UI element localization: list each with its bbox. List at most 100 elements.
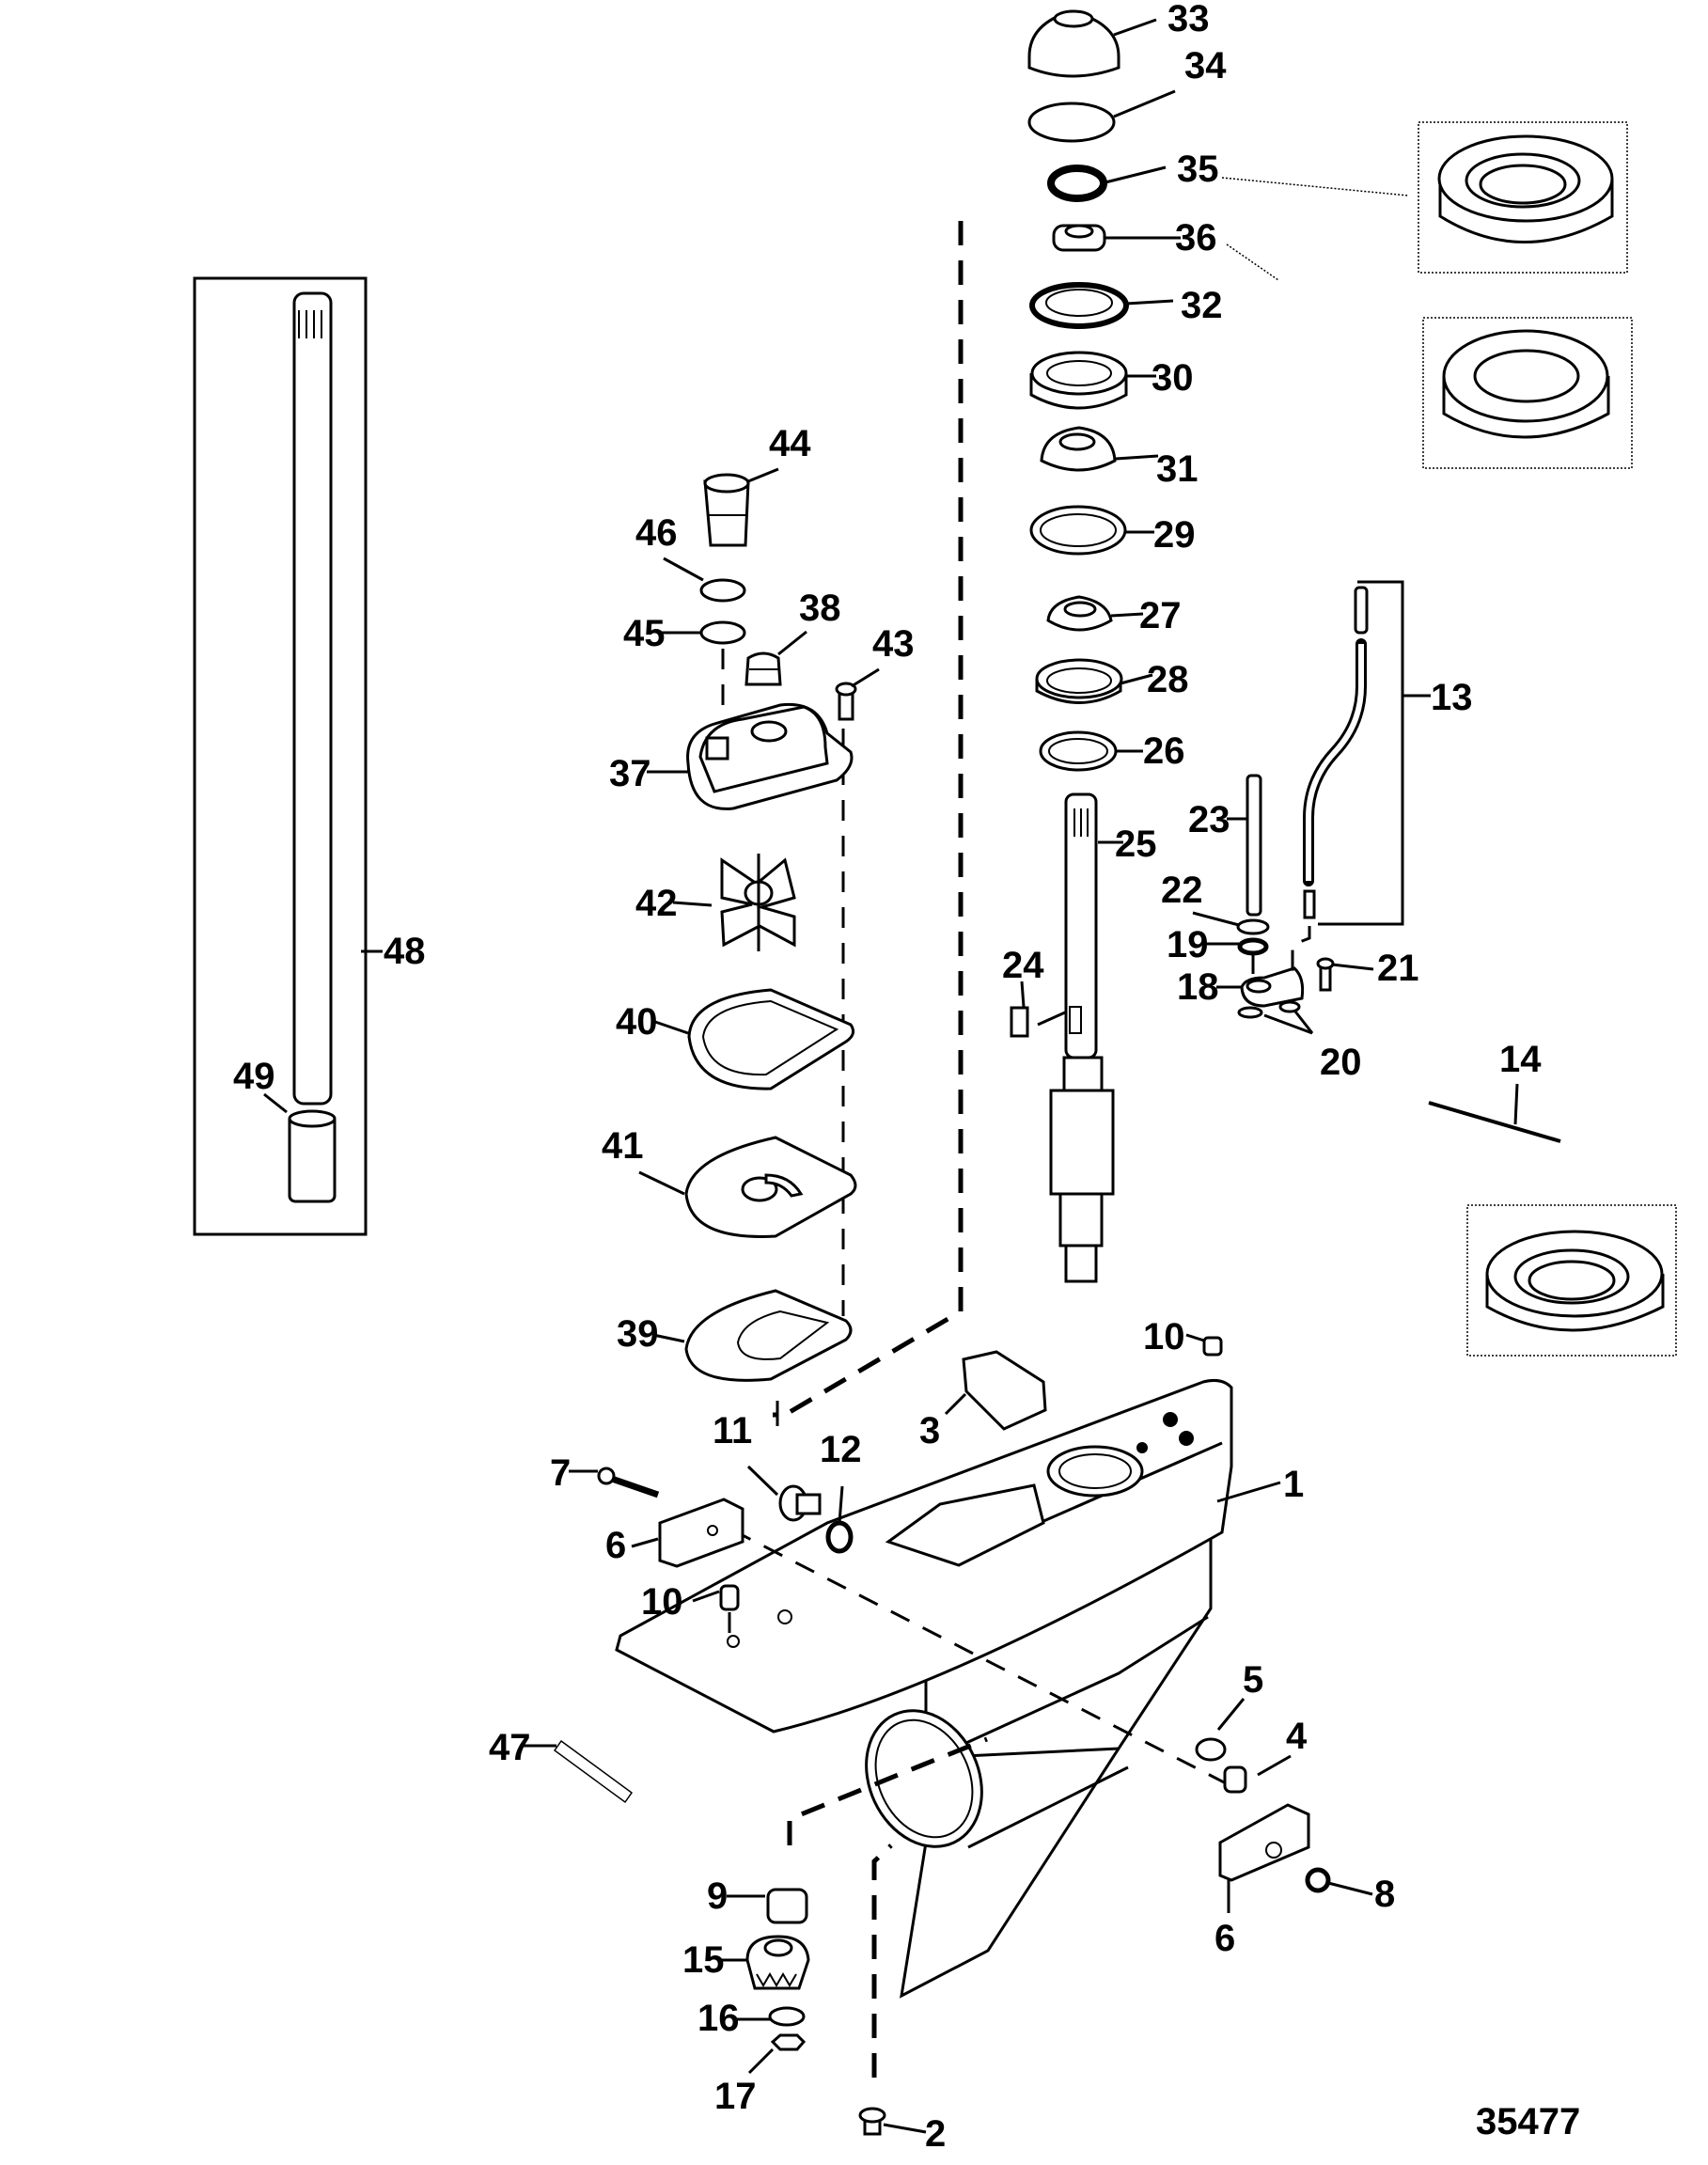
shift-rod-highlight: [1306, 644, 1364, 881]
inset-bearing-35: [1418, 121, 1628, 274]
seal-bore: [1473, 349, 1580, 403]
part-6-anode-right[interactable]: [1218, 1803, 1310, 1882]
leader-20b: [1293, 1011, 1314, 1034]
part-8-nut[interactable]: [1305, 1867, 1331, 1893]
shaft-kit-box: [193, 276, 368, 1236]
part-45-seal[interactable]: [699, 620, 746, 645]
seal-bore: [1064, 224, 1094, 239]
propeller-shaft-bore: [865, 1709, 983, 1848]
torpedo-top: [901, 1615, 1209, 1774]
part-47-pin[interactable]: [553, 1739, 634, 1804]
callout-22: 22: [1161, 870, 1203, 911]
callout-19: 19: [1167, 924, 1209, 965]
part-20-bushing-b[interactable]: [1278, 1000, 1301, 1013]
assembly-line: [1291, 926, 1311, 973]
leader-35: [1105, 165, 1167, 184]
part-24-key[interactable]: [1010, 1006, 1029, 1038]
callout-1: 1: [1283, 1464, 1304, 1505]
callout-28: 28: [1147, 659, 1189, 700]
key-slot: [1069, 1006, 1082, 1034]
leader-6-left: [631, 1537, 659, 1548]
leader-43: [851, 667, 880, 688]
callout-labels: 1 2 3 4 5 6 6 7 8 9 10 10 11 12 13 14 15…: [233, 0, 1542, 2155]
part-6-anode-left[interactable]: [658, 1498, 744, 1568]
callout-39: 39: [617, 1313, 659, 1355]
leader-40: [654, 1020, 689, 1035]
inset-bearing-lower: [1466, 1204, 1677, 1357]
shaft-collar: [1062, 1056, 1104, 1092]
part-9-needle-bearing[interactable]: [766, 1888, 808, 1924]
shim-inner: [1040, 513, 1117, 547]
part-28-race[interactable]: [1035, 658, 1123, 699]
part-22-washer[interactable]: [1236, 918, 1270, 935]
leader-11: [746, 1465, 779, 1497]
screw-head: [835, 682, 857, 697]
cup-bore: [1046, 360, 1112, 386]
callout-32: 32: [1181, 285, 1223, 326]
callout-41: 41: [602, 1125, 644, 1167]
part-30-bearing-cup[interactable]: [1030, 351, 1128, 396]
part-4-screw[interactable]: [1223, 1765, 1247, 1794]
part-15-pinion-gear[interactable]: [745, 1935, 810, 1990]
part-10-dowel-upper[interactable]: [1202, 1336, 1223, 1357]
part-34-o-ring[interactable]: [1027, 102, 1116, 143]
part-48-shaft[interactable]: [292, 291, 333, 1106]
housing-hardware-group: [520, 1333, 1373, 2136]
part-14-cable-tie[interactable]: [1428, 1101, 1561, 1143]
part-16-washer[interactable]: [768, 2006, 806, 2027]
leader-32: [1125, 299, 1174, 306]
callout-10-upper: 10: [1143, 1316, 1185, 1357]
part-19-seal[interactable]: [1237, 937, 1269, 956]
housing-hole: [1179, 1431, 1194, 1446]
callout-34: 34: [1184, 45, 1227, 86]
bore-thread: [874, 1718, 974, 1839]
part-18-shift-crank[interactable]: [1240, 966, 1305, 1008]
pump-base: [885, 1483, 1045, 1567]
part-1-gear-housing[interactable]: [615, 1379, 1281, 1999]
leader-46: [663, 557, 704, 582]
drain-assembly-line: [871, 1843, 893, 2078]
driveshaft-extension-group: [193, 276, 383, 1236]
leader-42: [672, 901, 713, 907]
part-23-shift-shaft[interactable]: [1246, 774, 1262, 917]
part-10-dowel-lower[interactable]: [719, 1584, 740, 1611]
part-7-bolt[interactable]: [607, 1474, 660, 1498]
plate-slot: [764, 1173, 804, 1198]
part-35-bearing[interactable]: [1047, 165, 1107, 202]
leader-10-lower: [692, 1590, 720, 1603]
part-33-cap[interactable]: [1027, 9, 1120, 78]
part-20-bushing-a[interactable]: [1237, 1006, 1263, 1019]
gasket-opening: [736, 1310, 830, 1360]
callout-31: 31: [1156, 448, 1199, 490]
part-2-screw-head[interactable]: [858, 2107, 886, 2124]
pinion-assembly-line: [787, 1736, 988, 1845]
callout-18: 18: [1177, 966, 1219, 1008]
callout-16: 16: [697, 1998, 740, 2039]
part-39-gasket[interactable]: [684, 1289, 853, 1382]
part-5-washer[interactable]: [1195, 1737, 1227, 1762]
part-32-seal-carrier[interactable]: [1029, 282, 1129, 329]
leader-34: [1113, 89, 1176, 118]
part-40-gasket[interactable]: [687, 988, 855, 1090]
leader-39: [652, 1333, 685, 1343]
part-46-seal[interactable]: [699, 578, 746, 603]
leader-14: [1513, 1083, 1519, 1125]
callout-38: 38: [799, 588, 841, 629]
part-12-washer[interactable]: [825, 1520, 854, 1554]
part-17-nut[interactable]: [770, 2033, 807, 2051]
callout-15: 15: [682, 1939, 725, 1981]
leader-17: [747, 2047, 775, 2075]
part-3-trim-tab[interactable]: [962, 1350, 1047, 1431]
callout-7: 7: [550, 1452, 571, 1494]
housing-hole: [750, 720, 788, 743]
anode-hole: [1265, 1842, 1282, 1859]
housing-nipple: [705, 736, 729, 761]
part-13-shift-rod[interactable]: [1303, 638, 1367, 886]
leader-41: [638, 1170, 685, 1196]
part-21-screw[interactable]: [1319, 965, 1332, 992]
part-49-bushing[interactable]: [288, 1113, 337, 1203]
part-42-impeller[interactable]: [720, 854, 796, 951]
callout-21: 21: [1377, 948, 1419, 989]
callout-3: 3: [919, 1410, 940, 1451]
